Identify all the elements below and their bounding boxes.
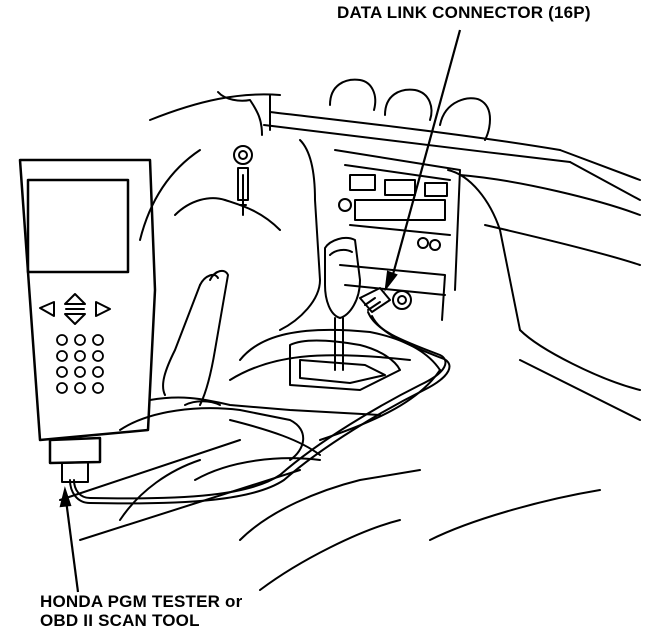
leader-arrows <box>61 30 460 592</box>
scan-tool <box>20 160 155 482</box>
right-arrow-icon <box>96 302 110 316</box>
up-arrow-icon <box>65 294 85 304</box>
scan-tool-label-line2: OBD II SCAN TOOL <box>40 612 242 631</box>
scan-tool-label-line1: HONDA PGM TESTER or <box>40 593 242 612</box>
tester-arrowhead <box>61 490 70 506</box>
gear-shifter <box>230 238 440 440</box>
data-link-connector <box>360 288 411 312</box>
dlc-arrowhead <box>386 272 396 288</box>
dlc-leader-line <box>392 30 460 278</box>
down-arrow-icon <box>65 314 85 324</box>
dashboard-outline <box>140 80 640 240</box>
data-link-connector-label: DATA LINK CONNECTOR (16P) <box>337 4 591 23</box>
left-arrow-icon <box>40 302 54 316</box>
tester-leader-line <box>66 500 78 592</box>
scan-tool-label: HONDA PGM TESTER or OBD II SCAN TOOL <box>40 593 242 630</box>
console-box <box>60 360 640 590</box>
keypad <box>57 335 103 393</box>
